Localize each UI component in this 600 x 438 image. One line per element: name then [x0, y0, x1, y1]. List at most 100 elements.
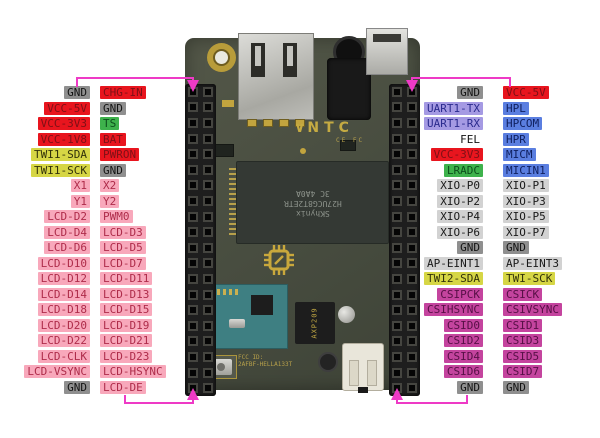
resistor: [222, 100, 234, 107]
pin-label-lcd-d14: LCD-D14: [37, 287, 90, 301]
pin-label-csid6: CSID6: [443, 365, 483, 379]
pin-row: XIO-P4 XIO-P5: [410, 210, 600, 224]
small-ic: [340, 140, 356, 151]
header-pin-hole: [405, 193, 421, 209]
header-pin-hole: [201, 178, 217, 194]
pin-label-fel: FEL: [460, 132, 480, 146]
header-pin-hole: [389, 365, 405, 381]
pin-label-lcd-d13: LCD-D13: [100, 287, 153, 301]
pin-label-x1: X1: [70, 179, 90, 193]
header-pin-hole: [405, 287, 421, 303]
micro-usb-port: [366, 28, 408, 75]
header-pin-hole: [201, 100, 217, 116]
pin-label-lcd-hsync: LCD-HSYNC: [100, 365, 166, 379]
header-pin-hole: [405, 334, 421, 350]
header-pin-hole: [405, 302, 421, 318]
pin-label-lcd-d23: LCD-D23: [100, 349, 153, 363]
via-pad: [300, 148, 306, 154]
usb-a-port: [238, 33, 314, 120]
pin-label-xio-p5: XIO-P5: [503, 210, 549, 224]
pin-label-xio-p1: XIO-P1: [503, 179, 549, 193]
usb-contact-icon: [251, 43, 265, 77]
pin-label-twi1-sck: TWI1-SCK: [31, 163, 90, 177]
header-pin-hole: [405, 100, 421, 116]
pin-label-csid3: CSID3: [503, 334, 543, 348]
header-pin-hole: [185, 162, 201, 178]
header-pin-hole: [389, 380, 405, 396]
header-pin-hole: [185, 271, 201, 287]
header-pin-hole: [201, 271, 217, 287]
header-pin-hole: [389, 100, 405, 116]
pin-row: XIO-P0 XIO-P1: [410, 179, 600, 193]
header-pin-hole: [405, 240, 421, 256]
usb-contact-icon: [283, 43, 297, 77]
pin-label-lcd-d2: LCD-D2: [44, 210, 90, 224]
header-pin-hole: [405, 178, 421, 194]
pin-label-vcc-3v3: VCC-3V3: [430, 148, 483, 162]
pin-label-lcd-vsync: LCD-VSYNC: [24, 365, 90, 379]
pin-label-xio-p0: XIO-P0: [437, 179, 483, 193]
board-brand-silkscreen: ∨NTC: [294, 120, 354, 136]
pin-label-csick: CSICK: [503, 287, 543, 301]
pin-label-bat: BAT: [100, 132, 126, 146]
pin-label-twi1-sda: TWI1-SDA: [31, 148, 90, 162]
header-pin-hole: [201, 380, 217, 396]
pin-label-lcd-d15: LCD-D15: [100, 303, 153, 317]
pin-label-ts: TS: [100, 117, 120, 131]
header-pin-hole: [405, 318, 421, 334]
header-pin-hole: [201, 365, 217, 381]
pin-label-micin1: MICIN1: [503, 163, 549, 177]
pin-label-pwron: PWRON: [100, 148, 140, 162]
pin-label-x2: X2: [100, 179, 120, 193]
header-pin-hole: [201, 193, 217, 209]
pin-label-lcd-clk: LCD-CLK: [37, 349, 90, 363]
pin-label-xio-p4: XIO-P4: [437, 210, 483, 224]
pin-label-lcd-d21: LCD-D21: [100, 334, 153, 348]
pin-row: LCD-D18 LCD-D15: [0, 303, 200, 317]
pin-label-lcd-d20: LCD-D20: [37, 318, 90, 332]
header-pin-hole: [185, 365, 201, 381]
header-pin-hole: [201, 115, 217, 131]
header-pin-hole: [405, 256, 421, 272]
header-pin-hole: [389, 115, 405, 131]
pin-label-gnd: GND: [100, 101, 126, 115]
pin-label-lcd-d18: LCD-D18: [37, 303, 90, 317]
pin-row: LCD-VSYNC LCD-HSYNC: [0, 365, 200, 379]
chip-logo-icon: [264, 245, 294, 275]
pin-label-lcd-d19: LCD-D19: [100, 318, 153, 332]
header-pin-hole: [405, 271, 421, 287]
header-pin-hole: [389, 178, 405, 194]
header-pin-hole: [185, 146, 201, 162]
pin-label-csid5: CSID5: [503, 349, 543, 363]
pin-label-vcc-5v: VCC-5V: [503, 86, 549, 99]
header-pin-hole: [389, 209, 405, 225]
mounting-hole: [207, 43, 236, 72]
pin-label-hpcom: HPCOM: [503, 117, 543, 131]
pin-row: TWI1-SDA PWRON: [0, 148, 200, 162]
header-pin-hole: [405, 365, 421, 381]
header-pin-hole: [389, 224, 405, 240]
header-pin-hole: [389, 84, 405, 100]
pin-label-pwm0: PWM0: [100, 210, 133, 224]
pin-label-ap-eint1: AP-EINT1: [424, 256, 483, 270]
pin-row: CSIHSYNC CSIVSYNC: [410, 303, 600, 317]
battery-connector: [342, 343, 384, 393]
pin-label-csivsync: CSIVSYNC: [503, 303, 562, 317]
header-pin-hole: [405, 162, 421, 178]
header-pin-hole: [389, 162, 405, 178]
header-pin-hole: [405, 115, 421, 131]
pin-label-chg-in: CHG-IN: [100, 86, 146, 99]
ram-chip: SKhynix H27UCG8T2ETR 3C 4A0A: [229, 161, 396, 244]
pin-label-csihsync: CSIHSYNC: [424, 303, 483, 317]
